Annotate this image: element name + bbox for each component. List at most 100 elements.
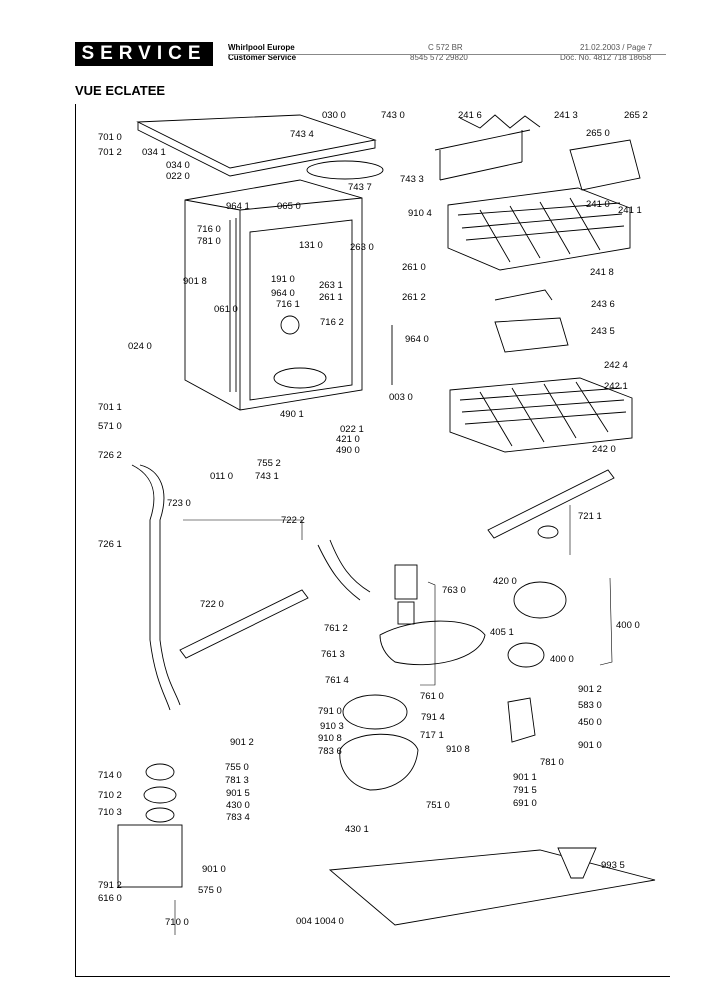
part-callout: 241 8 [590,267,614,278]
part-callout: 716 0 [197,224,221,235]
part-callout: 263 0 [350,242,374,253]
part-callout: 755 2 [257,458,281,469]
sump-seal [342,694,408,730]
part-callout: 726 1 [98,539,122,550]
part-callout: 761 3 [321,649,345,660]
part-callout: 710 0 [165,917,189,928]
part-callout: 701 1 [98,402,122,413]
part-callout: 901 0 [202,864,226,875]
part-callout: 763 0 [442,585,466,596]
salt-funnel [557,847,597,879]
part-callout: 400 0 [550,654,574,665]
part-callout: 761 0 [420,691,444,702]
part-callout: 723 0 [167,498,191,509]
flap-rack [569,139,641,191]
part-callout: 743 3 [400,174,424,185]
supply-pipe [317,539,371,601]
part-callout: 421 0 [336,434,360,445]
water-softener [117,824,183,888]
part-callout: 901 0 [578,740,602,751]
sump-opening [273,367,327,389]
part-callout: 761 4 [325,675,349,686]
filter-fine [397,601,415,625]
part-callout: 743 0 [381,110,405,121]
part-callout: 004 1 [296,916,320,927]
diagram-frame [75,104,670,977]
lower-basket [449,377,633,453]
part-callout: 241 1 [618,205,642,216]
part-callout: 490 0 [336,445,360,456]
lower-basket-wires [459,381,627,447]
cutlery-basket [494,317,569,353]
part-callout: 022 0 [166,171,190,182]
heater-element [507,697,536,743]
part-callout: 716 2 [320,317,344,328]
part-callout: 061 0 [214,304,238,315]
sump [339,733,419,791]
part-callout: 261 2 [402,292,426,303]
part-callout: 241 3 [554,110,578,121]
part-callout: 242 0 [592,444,616,455]
part-callout: 241 0 [586,199,610,210]
part-callout: 901 2 [230,737,254,748]
part-callout: 901 8 [183,276,207,287]
part-callout: 131 0 [299,240,323,251]
part-callout: 717 1 [420,730,444,741]
part-callout: 242 4 [604,360,628,371]
part-callout: 910 8 [318,733,342,744]
part-callout: 791 5 [513,785,537,796]
part-callout: 781 0 [197,236,221,247]
header-rule [228,54,666,55]
part-callout: 004 0 [320,916,344,927]
base-plate [328,849,656,926]
rack-clip [459,114,541,129]
page-title: VUE ECLATEE [75,83,166,98]
micro-filter [379,620,486,666]
part-callout: 722 0 [200,599,224,610]
part-callout: 616 0 [98,893,122,904]
part-callout: 261 1 [319,292,343,303]
part-callout: 265 0 [586,128,610,139]
document-number: Doc. No. 4812 718 18658 [560,53,652,62]
door-seal-left [229,218,237,392]
circulation-pump [513,581,567,619]
tub-body [184,179,363,411]
part-callout: 243 6 [591,299,615,310]
part-callout: 726 2 [98,450,122,461]
part-callout: 022 1 [340,424,364,435]
spray-arm-hub [537,525,559,539]
group-brackets [183,505,613,686]
part-callout: 781 3 [225,775,249,786]
part-callout: 910 3 [320,721,344,732]
drain-pump [507,642,545,668]
service-badge: SERVICE [75,42,213,66]
part-callout: 242 1 [604,381,628,392]
date-page: 21.02.2003 / Page 7 [580,43,653,52]
detergent-dispenser [280,315,300,335]
product-code: 8545 572 29820 [410,53,468,62]
lower-spray-arm [179,589,309,659]
part-callout: 191 0 [271,274,295,285]
part-callout: 034 1 [142,147,166,158]
salt-cap [145,763,175,781]
part-callout: 964 0 [271,288,295,299]
part-callout: 243 5 [591,326,615,337]
part-callout: 755 0 [225,762,249,773]
filter-coarse [394,564,418,600]
part-callout: 761 2 [324,623,348,634]
upper-basket-wires [457,197,625,263]
part-callout: 743 1 [255,471,279,482]
part-callout: 783 6 [318,746,342,757]
tub-inner [249,219,353,401]
upper-spray-arm [487,469,615,539]
part-callout: 263 1 [319,280,343,291]
part-callout: 722 2 [281,515,305,526]
part-callout: 783 4 [226,812,250,823]
part-callout: 901 1 [513,772,537,783]
part-callout: 405 1 [490,627,514,638]
part-callout: 791 4 [421,712,445,723]
salt-seal [145,807,175,823]
part-callout: 910 8 [446,744,470,755]
top-cover-edge [137,122,376,177]
